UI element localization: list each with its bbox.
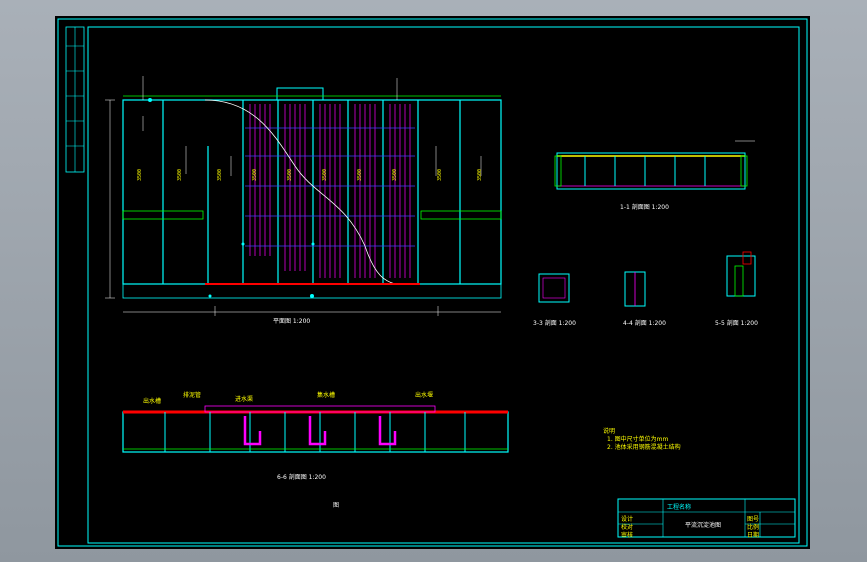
callout-5: 出水堰	[415, 392, 434, 399]
title-block	[617, 498, 796, 538]
title-block-row-1: 设计	[621, 516, 634, 523]
svg-text:3500: 3500	[217, 169, 223, 181]
title-block-right-3: 日期	[747, 532, 760, 539]
section-3-3-label: 3-3 剖面 1:200	[533, 320, 576, 327]
title-block-row-2: 校对	[621, 524, 634, 531]
svg-text:3500: 3500	[137, 169, 143, 181]
section-5-5-label: 5-5 剖面 1:200	[715, 320, 758, 327]
title-block-project: 工程名称	[667, 504, 692, 511]
plan-outline	[122, 99, 502, 285]
outer-frame	[57, 18, 808, 547]
callout-4: 集水槽	[317, 392, 336, 399]
svg-text:3500: 3500	[287, 169, 293, 181]
plan-view: 3500 3500 3500 3500 3500 3500 3500 3500 …	[105, 76, 502, 316]
svg-text:3500: 3500	[437, 169, 443, 181]
note-2: 2. 池体采用钢筋混凝土结构	[607, 444, 681, 451]
plan-view-label: 平面图 1:200	[273, 318, 311, 325]
svg-text:3500: 3500	[357, 169, 363, 181]
title-block-right-2: 比例	[747, 524, 760, 531]
drawing-sheet[interactable]: 3500 3500 3500 3500 3500 3500 3500 3500 …	[55, 16, 810, 549]
title-block-drawing: 平流沉淀池图	[685, 522, 722, 529]
svg-text:3500: 3500	[392, 169, 398, 181]
long-section	[122, 405, 509, 453]
details	[538, 251, 756, 307]
svg-text:3500: 3500	[477, 169, 483, 181]
section-1-1	[554, 140, 755, 190]
callout-1: 出水槽	[143, 398, 162, 405]
tube-settler	[249, 104, 411, 278]
small-marker: 图	[333, 502, 340, 509]
plan-bays	[162, 100, 461, 284]
notes-title: 说明	[603, 428, 616, 435]
title-block-row-3: 审核	[621, 532, 634, 539]
svg-text:3500: 3500	[177, 169, 183, 181]
inner-frame	[87, 26, 800, 544]
svg-text:3500: 3500	[252, 169, 258, 181]
title-block-right-1: 图号	[747, 516, 760, 523]
section-4-4-label: 4-4 剖面 1:200	[623, 320, 666, 327]
callout-3: 进水渠	[235, 396, 254, 403]
note-1: 1. 图中尺寸单位为mm	[607, 436, 669, 443]
long-section-label: 6-6 剖面图 1:200	[277, 474, 326, 481]
callout-2: 排泥管	[183, 392, 202, 399]
break-line	[204, 99, 396, 285]
svg-text:3500: 3500	[322, 169, 328, 181]
cad-drawing: 3500 3500 3500 3500 3500 3500 3500 3500 …	[57, 18, 808, 547]
section-1-1-label: 1-1 剖面图 1:200	[620, 204, 669, 211]
